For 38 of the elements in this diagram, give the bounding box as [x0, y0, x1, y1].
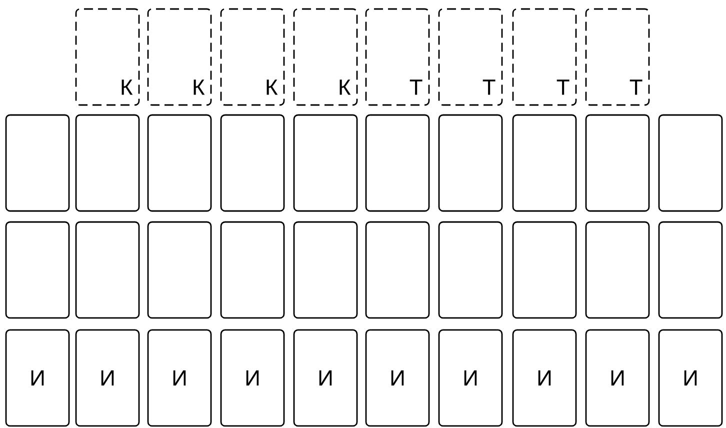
card: И — [365, 329, 430, 427]
card — [220, 114, 285, 212]
card — [293, 221, 358, 319]
card — [220, 221, 285, 319]
card — [365, 114, 430, 212]
card — [585, 221, 650, 319]
dashed-box: Т — [438, 8, 503, 106]
dashed-box: К — [220, 8, 285, 106]
dashed-box: Т — [512, 8, 577, 106]
card — [585, 114, 650, 212]
card: И — [512, 329, 577, 427]
card — [438, 221, 503, 319]
card — [438, 114, 503, 212]
dashed-box: К — [75, 8, 140, 106]
card — [658, 114, 723, 212]
dashed-box: Т — [585, 8, 650, 106]
card — [75, 221, 140, 319]
card — [147, 221, 212, 319]
card — [512, 221, 577, 319]
card — [75, 114, 140, 212]
card: И — [293, 329, 358, 427]
card — [5, 221, 70, 319]
card — [147, 114, 212, 212]
card: И — [75, 329, 140, 427]
card: И — [438, 329, 503, 427]
card — [365, 221, 430, 319]
card — [658, 221, 723, 319]
dashed-box: К — [293, 8, 358, 106]
card — [512, 114, 577, 212]
card: И — [220, 329, 285, 427]
dashed-box: Т — [365, 8, 430, 106]
card — [293, 114, 358, 212]
card: И — [147, 329, 212, 427]
card — [5, 114, 70, 212]
card: И — [585, 329, 650, 427]
card: И — [658, 329, 723, 427]
card: И — [5, 329, 70, 427]
dashed-box: К — [147, 8, 212, 106]
